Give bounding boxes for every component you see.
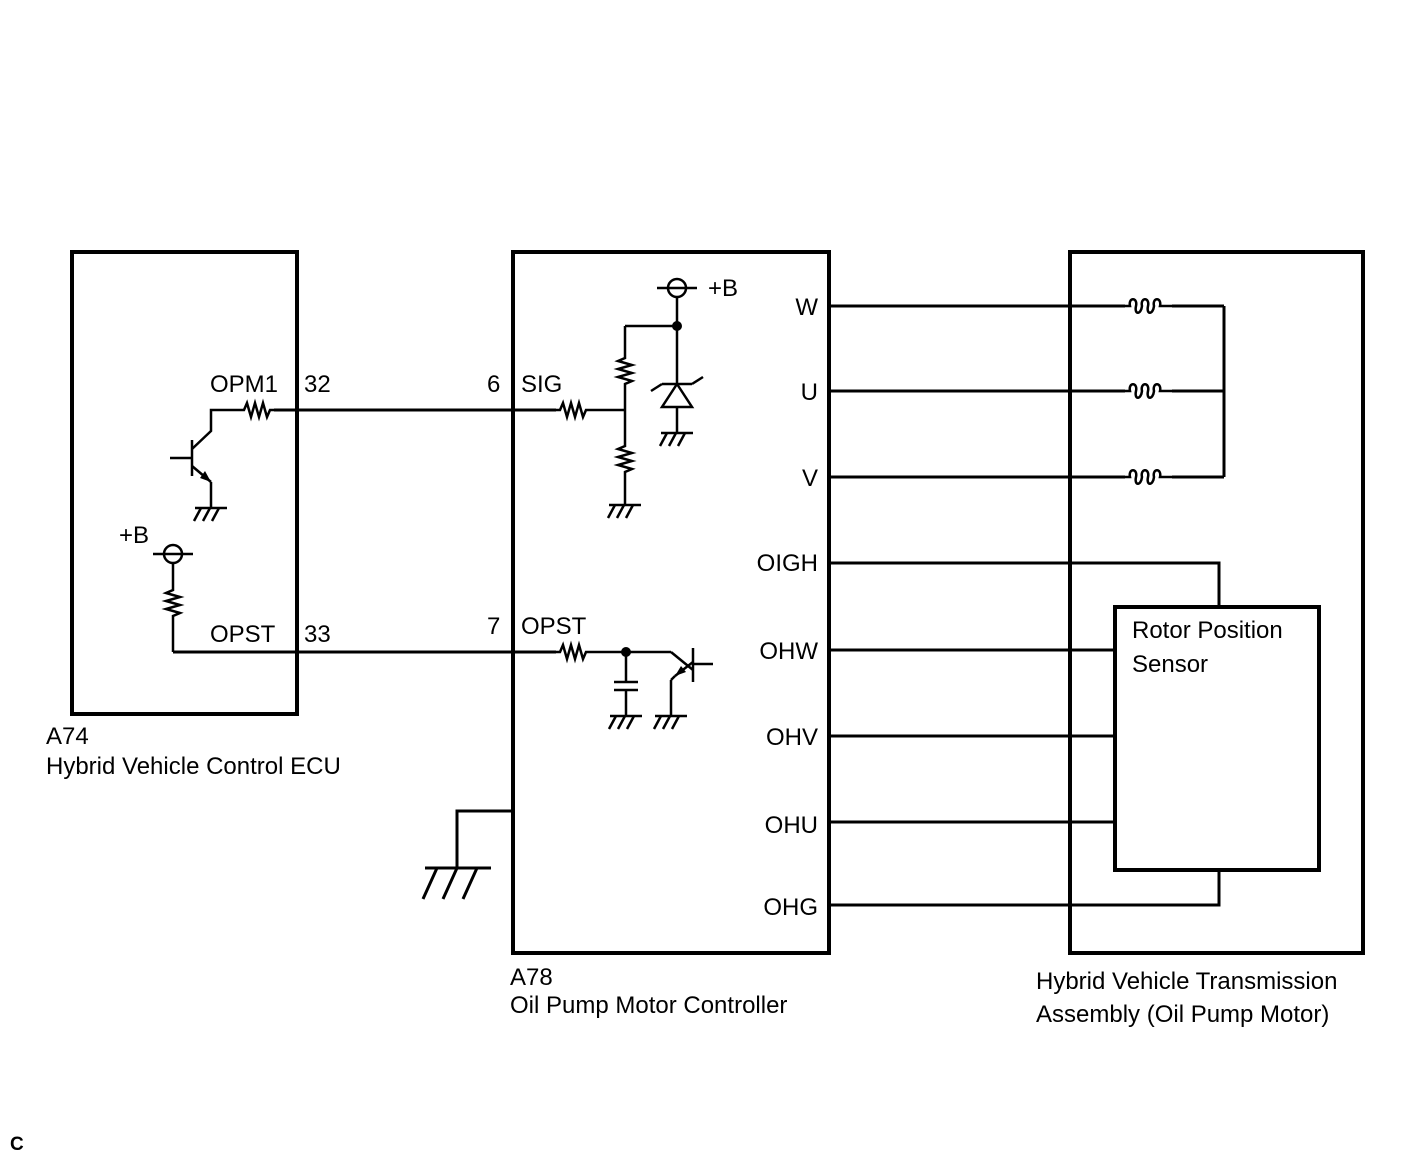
terminal-w: W (795, 294, 818, 321)
ecu-opm1-resistor (240, 398, 274, 422)
controller-zener-diode (650, 326, 704, 433)
terminal-ohu: OHU (765, 812, 818, 839)
ecu-pin-number-32: 32 (304, 371, 331, 398)
controller-ground-symbol-1 (606, 503, 641, 519)
ecu-connector-code: A74 (46, 723, 89, 750)
controller-pin-signal-sig: SIG (521, 371, 562, 398)
motor-phase-v (829, 469, 1224, 485)
controller-supply-label: +B (708, 275, 738, 302)
terminal-oigh: OIGH (757, 550, 818, 577)
controller-ground-symbol-3 (607, 714, 642, 730)
motor-phase-u (829, 383, 1224, 399)
terminal-ohg: OHG (763, 894, 818, 921)
footer-code: C (10, 1134, 24, 1155)
ecu-pin-number-33: 33 (304, 621, 331, 648)
controller-upper-divider-resistor (613, 355, 637, 387)
rotor-position-sensor-box (1113, 605, 1321, 872)
controller-pin-number-7: 7 (487, 613, 500, 640)
ecu-box (70, 250, 299, 716)
motor-box (1068, 250, 1365, 955)
controller-plus-b-terminal-icon (657, 277, 697, 326)
controller-body-ground-wire (455, 809, 513, 868)
sensor-label-line2: Sensor (1132, 651, 1208, 678)
wire-ohg (829, 870, 1221, 907)
controller-box (511, 250, 831, 955)
controller-sig-resistor (556, 398, 590, 422)
controller-ground-symbol-4 (652, 714, 687, 730)
ecu-pullup-resistor (161, 586, 185, 620)
sensor-label-line1: Rotor Position (1132, 617, 1283, 644)
controller-capacitor (614, 652, 638, 716)
ecu-opm1-transistor (170, 408, 240, 508)
controller-pin-signal-opst: OPST (521, 613, 587, 640)
terminal-ohv: OHV (766, 724, 818, 751)
controller-opst-resistor (556, 640, 590, 664)
wire-oigh (829, 561, 1221, 607)
motor-name-line2: Assembly (Oil Pump Motor) (1036, 1001, 1329, 1028)
controller-lower-divider-resistor (613, 443, 637, 475)
body-ground-symbol (421, 866, 491, 900)
ecu-pin-signal-opst: OPST (210, 621, 276, 648)
ecu-ground-symbol-1 (192, 506, 227, 522)
controller-name: Oil Pump Motor Controller (510, 992, 787, 1019)
controller-opst-transistor (669, 648, 713, 716)
controller-connector-code: A78 (510, 964, 553, 991)
controller-ground-symbol-2 (658, 431, 693, 447)
terminal-u: U (801, 379, 818, 406)
ecu-pin-signal-opm1: OPM1 (210, 371, 278, 398)
motor-name-line1: Hybrid Vehicle Transmission (1036, 968, 1337, 995)
ecu-name: Hybrid Vehicle Control ECU (46, 753, 341, 780)
controller-pin-number-6: 6 (487, 371, 500, 398)
motor-phase-w (829, 298, 1224, 314)
ecu-supply-label: +B (119, 522, 149, 549)
ecu-plus-b-terminal-icon (153, 543, 193, 586)
terminal-ohw: OHW (759, 638, 818, 665)
terminal-v: V (802, 465, 818, 492)
